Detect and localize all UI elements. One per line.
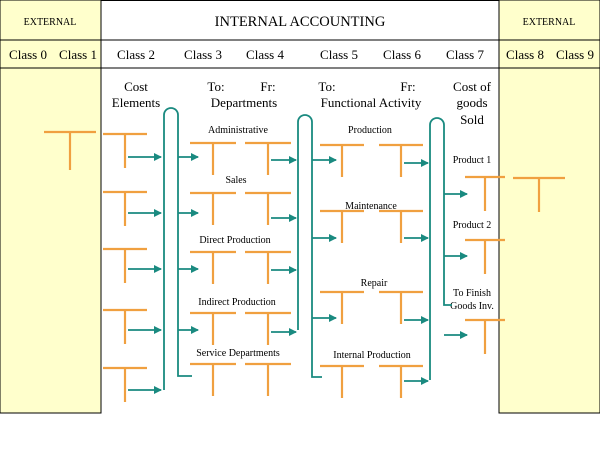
department-from-t-account: [245, 311, 291, 345]
functional-fr-head: Fr:: [400, 79, 415, 94]
class-7-label: Class 7: [446, 47, 484, 62]
department-to-t-account: [190, 311, 236, 345]
external-left-label: EXTERNAL: [24, 17, 77, 28]
cost-element-t-account: [103, 132, 147, 168]
external-right-label: EXTERNAL: [523, 17, 576, 28]
cost-element-t-account: [103, 308, 147, 344]
department-label-administrative: Administrative: [208, 125, 269, 136]
external-t-account-right: [513, 176, 565, 212]
class-3-label: Class 3: [184, 47, 222, 62]
department-from-t-account: [245, 141, 291, 175]
external-right-panel: [498, 0, 600, 414]
department-to-t-account: [190, 250, 236, 284]
department-label-indirect-production: Indirect Production: [198, 297, 275, 308]
function-from-t-account: [379, 290, 423, 324]
function-from-t-account: [379, 364, 423, 398]
collector-loop-cost-elements: [163, 107, 192, 390]
class-1-label: Class 1: [59, 47, 97, 62]
function-label-internal-production: Internal Production: [333, 350, 410, 361]
flow-line-group: [128, 107, 468, 394]
collector-loop-functions: [429, 117, 452, 380]
cogs-head-line2: goods: [456, 95, 487, 110]
function-from-t-account: [379, 143, 423, 177]
product-t-account: [465, 238, 505, 274]
department-from-t-account: [245, 250, 291, 284]
class-2-label: Class 2: [117, 47, 155, 62]
product-label-1: Product 1: [453, 155, 492, 166]
department-to-t-account: [190, 141, 236, 175]
departments-to-head: To:: [207, 79, 224, 94]
product-label-goods-inv: Goods Inv.: [450, 301, 494, 312]
department-to-t-account: [190, 191, 236, 225]
cost-elements-head-line2: Elements: [112, 95, 160, 110]
class-8-label: Class 8: [506, 47, 544, 62]
department-to-t-account: [190, 362, 236, 396]
departments-fr-head: Fr:: [260, 79, 275, 94]
external-left-panel: [0, 0, 102, 414]
cogs-head-line3: Sold: [460, 112, 484, 127]
function-to-t-account: [320, 143, 364, 177]
product-label-finish: To Finish: [453, 288, 491, 299]
function-to-t-account: [320, 290, 364, 324]
t-account-group: [44, 130, 565, 402]
product-t-account: [465, 318, 505, 354]
class-4-label: Class 4: [246, 47, 284, 62]
department-from-t-account: [245, 191, 291, 225]
internal-accounting-label: INTERNAL ACCOUNTING: [215, 14, 386, 30]
collector-loop-departments: [297, 114, 322, 378]
cost-element-t-account: [103, 366, 147, 402]
function-label-repair: Repair: [361, 278, 388, 289]
cogs-head-line1: Cost of: [453, 79, 492, 94]
class-5-label: Class 5: [320, 47, 358, 62]
department-label-service-departments: Service Departments: [196, 348, 280, 359]
functional-to-head: To:: [318, 79, 335, 94]
cost-elements-head-line1: Cost: [124, 79, 148, 94]
product-label-2: Product 2: [453, 220, 492, 231]
function-to-t-account: [320, 209, 364, 243]
class-6-label: Class 6: [383, 47, 421, 62]
function-label-maintenance: Maintenance: [345, 201, 397, 212]
department-label-sales: Sales: [225, 175, 246, 186]
department-from-t-account: [245, 362, 291, 396]
function-from-t-account: [379, 209, 423, 243]
departments-head: Departments: [211, 95, 277, 110]
class-0-label: Class 0: [9, 47, 47, 62]
class-9-label: Class 9: [556, 47, 594, 62]
functional-activity-head: Functional Activity: [321, 95, 422, 110]
function-label-production: Production: [348, 125, 392, 136]
department-label-direct-production: Direct Production: [199, 235, 270, 246]
external-t-account-left: [44, 130, 96, 170]
cost-element-t-account: [103, 190, 147, 226]
product-t-account: [465, 175, 505, 211]
cost-element-t-account: [103, 247, 147, 283]
function-to-t-account: [320, 364, 364, 398]
